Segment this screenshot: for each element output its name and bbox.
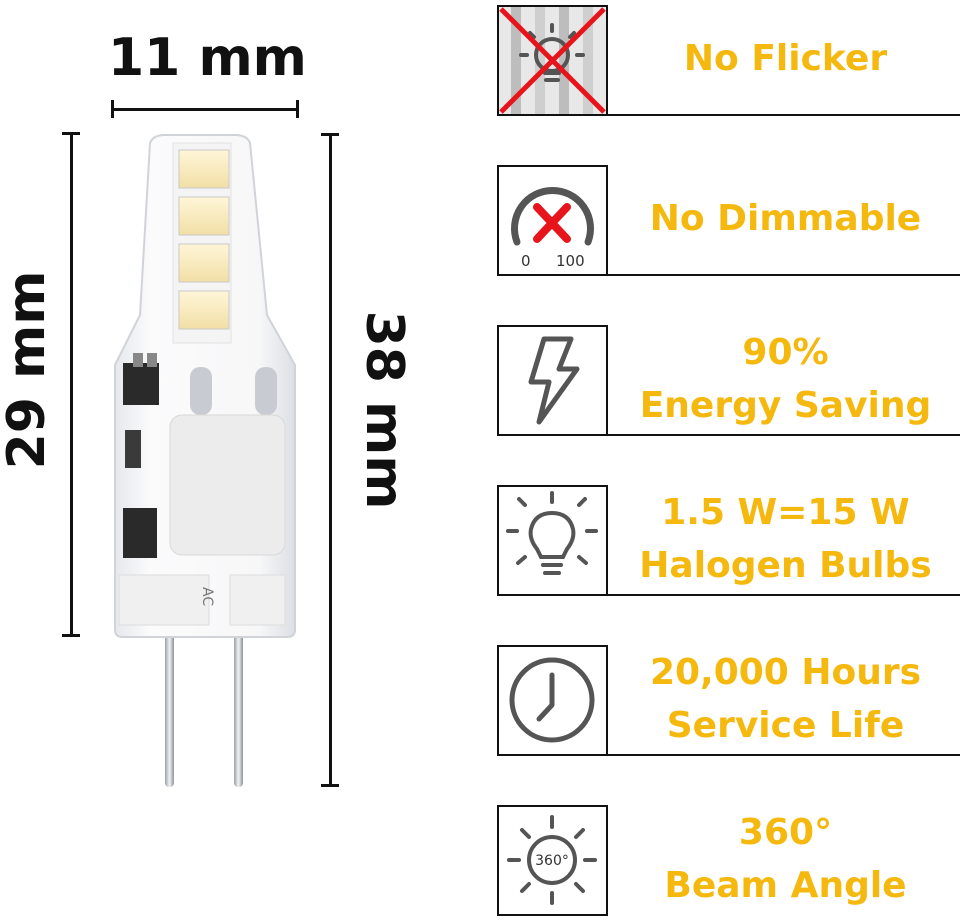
feature-label: 1.5 W=15 W Halogen Bulbs xyxy=(639,492,932,586)
feature-label: No Dimmable xyxy=(649,198,922,240)
total-height-dimension-tick-bottom xyxy=(321,784,339,787)
no-flicker-icon xyxy=(499,7,606,114)
rectifier-chip xyxy=(123,363,159,405)
feature-service-life: 20,000 Hours Service Life xyxy=(497,645,960,760)
feature-energy-saving: 90% Energy Saving xyxy=(497,325,960,440)
svg-text:100: 100 xyxy=(556,252,585,270)
height-dimension-tick-top xyxy=(62,132,80,135)
clock-icon-box xyxy=(497,645,608,756)
light-bulb-icon xyxy=(506,491,598,575)
no-flicker-icon-box xyxy=(497,5,608,116)
lightning-bolt-icon xyxy=(528,336,580,425)
total-height-dimension-line xyxy=(329,134,332,786)
capacitor-lead-left xyxy=(190,367,212,415)
feature-label: No Flicker xyxy=(683,38,888,80)
width-dimension-tick-right xyxy=(296,100,299,118)
resistor xyxy=(125,430,141,468)
svg-text:0: 0 xyxy=(521,252,531,270)
feature-no-flicker: No Flicker xyxy=(497,5,960,120)
feature-label: 20,000 Hours Service Life xyxy=(649,652,922,746)
led-chip xyxy=(178,196,230,236)
width-dimension-line xyxy=(112,108,298,111)
feature-underline xyxy=(608,274,960,276)
total-height-dimension-tick-top xyxy=(321,133,339,136)
feature-underline xyxy=(608,114,960,116)
g4-led-bulb-image: AC xyxy=(114,134,296,787)
led-chip xyxy=(178,290,230,330)
height-dimension-tick-bottom xyxy=(62,634,80,637)
led-chip xyxy=(178,243,230,283)
height-dimension-label: 29 mm xyxy=(0,270,57,470)
light-bulb-icon-box xyxy=(497,485,608,596)
svg-text:360°: 360° xyxy=(535,853,569,869)
capacitor xyxy=(169,414,286,556)
feature-underline xyxy=(608,754,960,756)
bulb-pin-right xyxy=(234,625,243,787)
height-dimension-line xyxy=(70,133,73,636)
sun-360-icon-box: 360° xyxy=(497,805,608,916)
feature-no-dimmable: 0 100 No Dimmable xyxy=(497,165,960,280)
bulb-marking: AC xyxy=(199,587,215,606)
led-chip xyxy=(178,149,230,189)
lightning-bolt-icon-box xyxy=(497,325,608,436)
sun-360-icon: 360° xyxy=(507,815,597,905)
diode-chip xyxy=(123,508,157,558)
total-height-dimension-label: 38 mm xyxy=(354,310,414,510)
feature-underline xyxy=(608,434,960,436)
feature-beam-angle: 360° 360° Beam Angle xyxy=(497,805,960,920)
width-dimension-tick-left xyxy=(111,100,114,118)
capacitor-lead-right xyxy=(255,367,277,415)
feature-halogen-equivalent: 1.5 W=15 W Halogen Bulbs xyxy=(497,485,960,600)
width-dimension-label: 11 mm xyxy=(108,28,307,88)
no-dimmable-icon-box: 0 100 xyxy=(497,165,608,276)
feature-label: 360° Beam Angle xyxy=(664,812,907,906)
feature-label: 90% Energy Saving xyxy=(639,332,932,426)
no-dimmable-icon: 0 100 xyxy=(511,187,594,270)
feature-underline xyxy=(608,594,960,596)
bulb-pin-left xyxy=(165,625,174,787)
clock-icon xyxy=(509,657,595,743)
